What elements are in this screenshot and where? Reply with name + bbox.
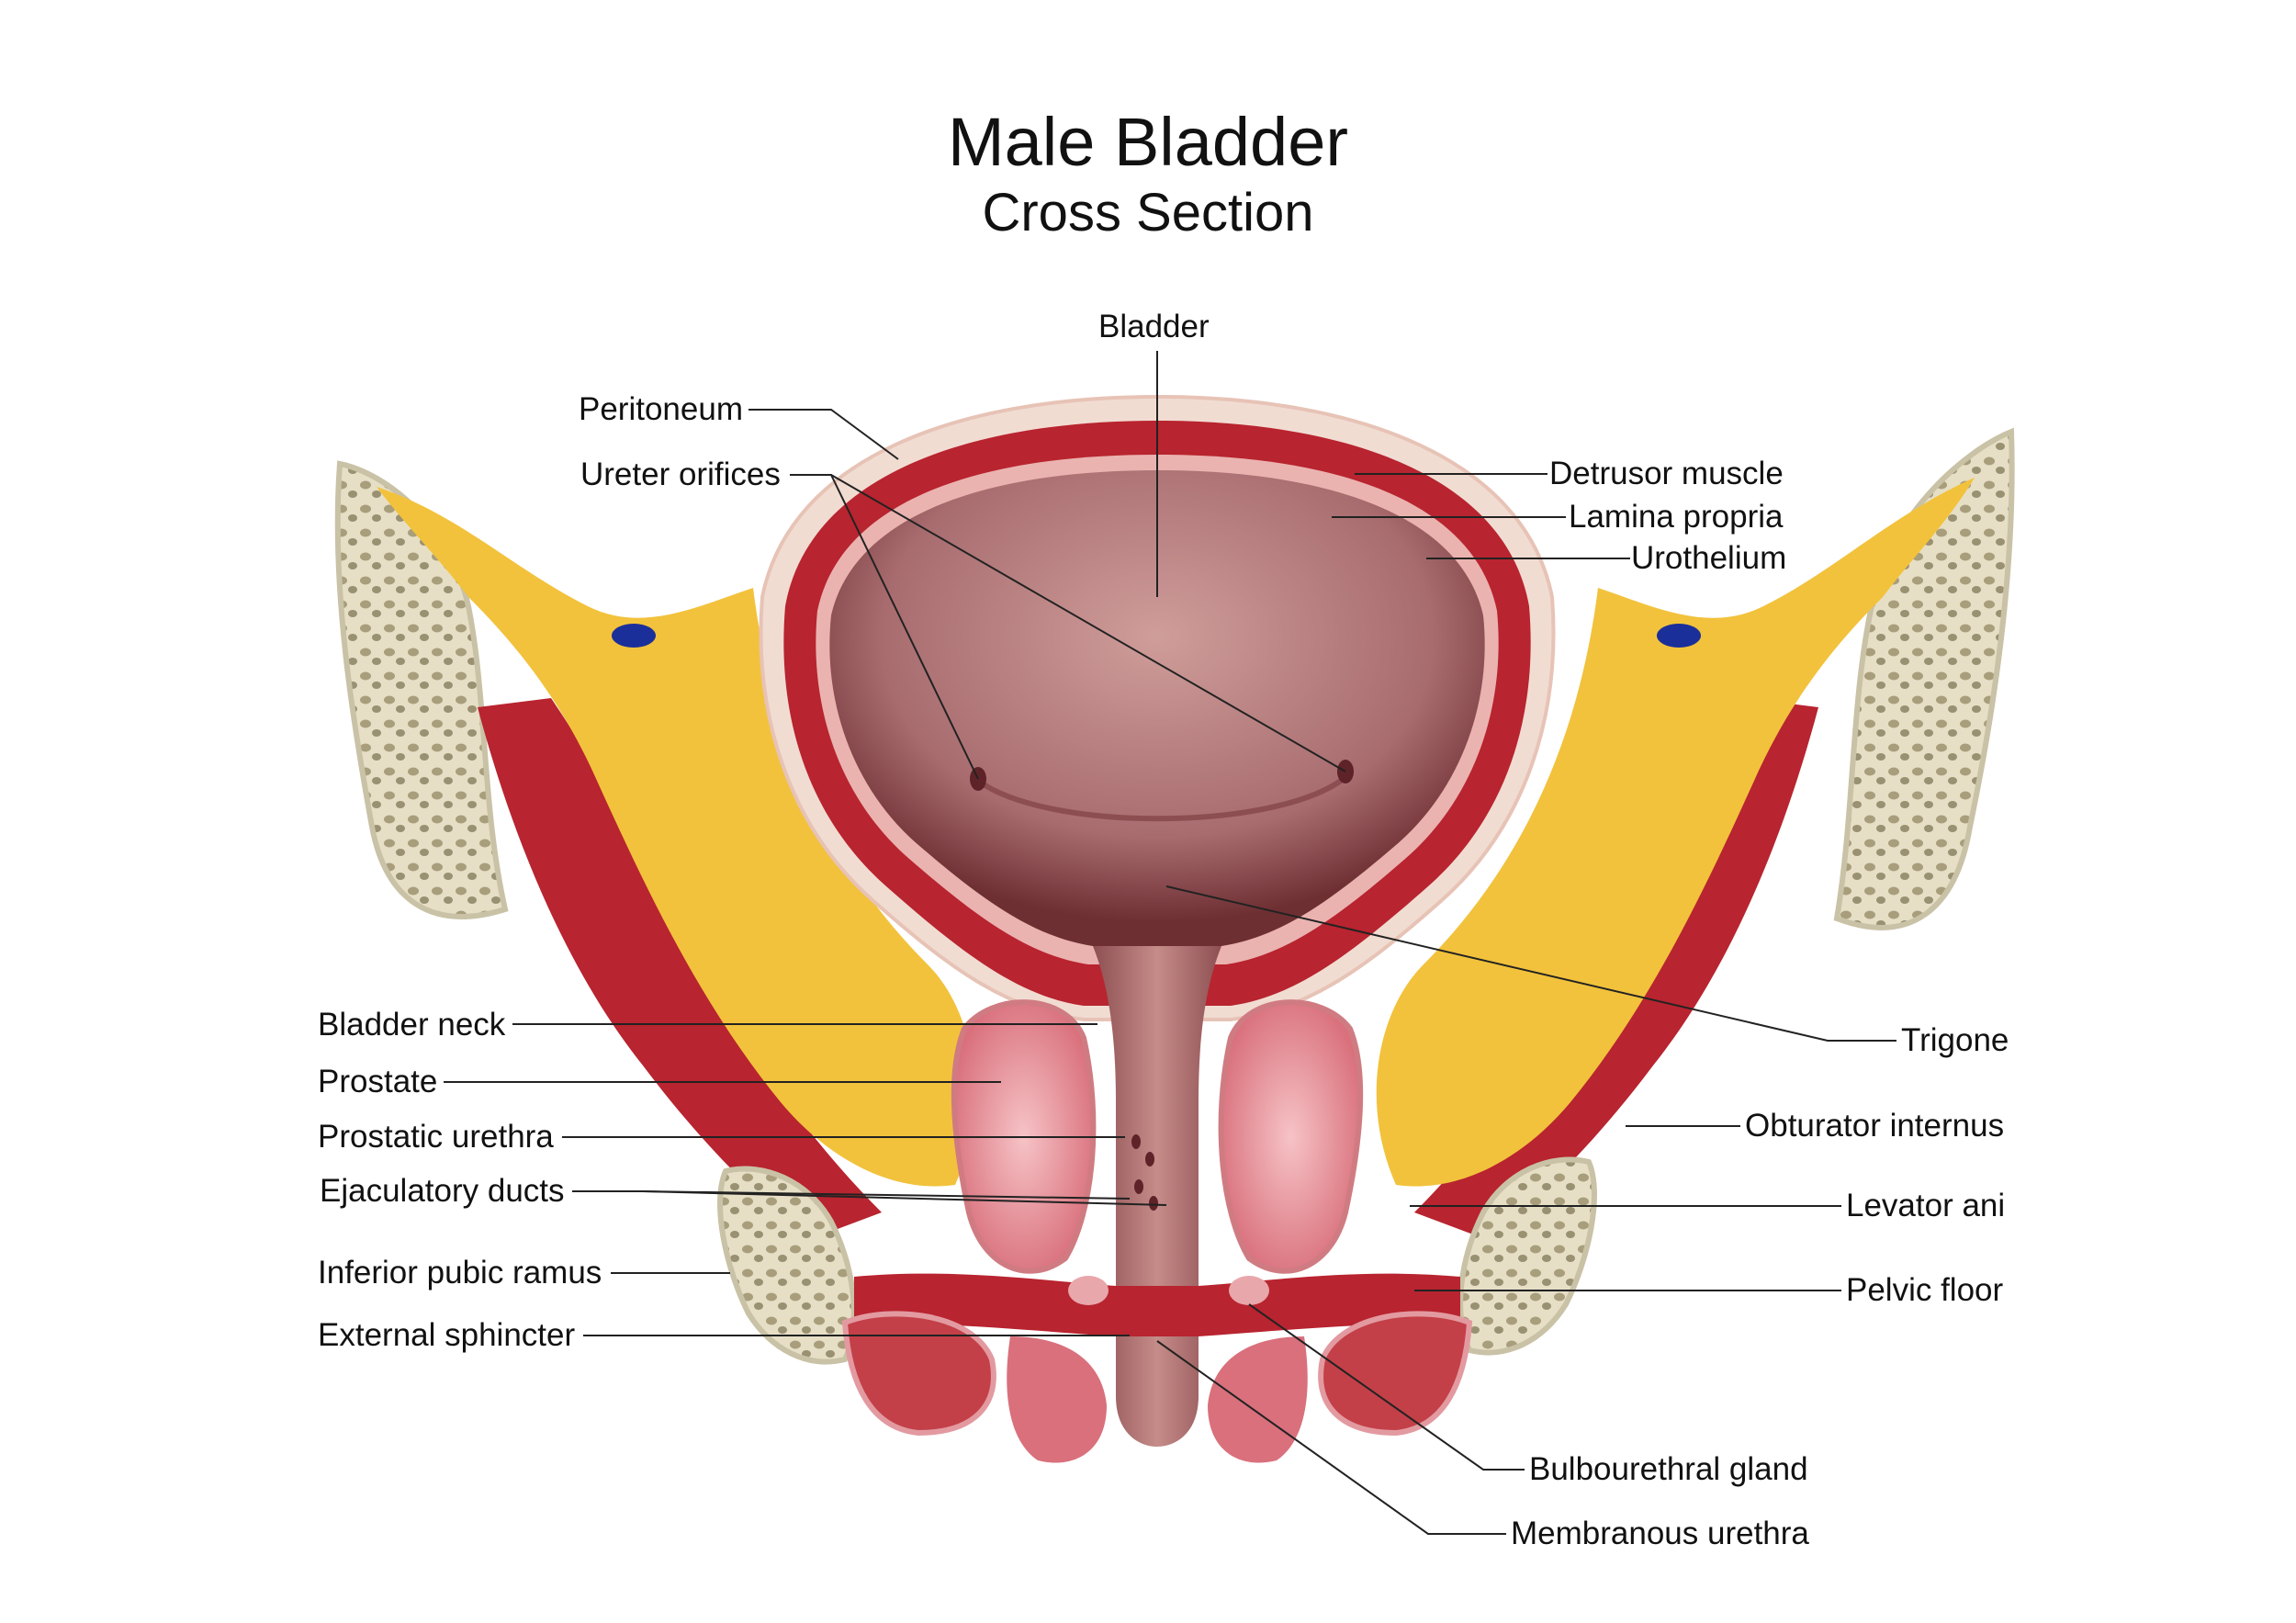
label-detrusor-muscle: Detrusor muscle (1549, 456, 1784, 491)
label-trigone: Trigone (1901, 1022, 2009, 1058)
label-levator-ani: Levator ani (1846, 1188, 2006, 1223)
label-ureter-orifices: Ureter orifices (580, 456, 781, 492)
label-bladder: Bladder (1098, 309, 1210, 344)
label-bulbourethral-gland: Bulbourethral gland (1529, 1451, 1808, 1487)
label-external-sphincter: External sphincter (318, 1317, 576, 1353)
leader-lines (444, 351, 1896, 1535)
leader-ejaculatory-ducts-2 (642, 1190, 1167, 1206)
label-ejaculatory-ducts: Ejaculatory ducts (320, 1173, 565, 1209)
leader-bulbourethral-gland (1248, 1303, 1525, 1471)
label-peritoneum: Peritoneum (579, 391, 743, 427)
pelvic-floor-band (854, 1273, 1460, 1336)
label-prostate: Prostate (318, 1064, 438, 1099)
left-vein (612, 624, 656, 648)
urethra (1093, 946, 1221, 1447)
left-fat-tissue (377, 487, 975, 1187)
label-prostatic-urethra: Prostatic urethra (318, 1119, 554, 1155)
leader-membranous-urethra (1156, 1340, 1506, 1535)
label-lamina-propria: Lamina propria (1569, 499, 1784, 535)
left-obturator-muscle (478, 698, 882, 1240)
diagram-subtitle: Cross Section (982, 183, 1314, 242)
label-pelvic-floor: Pelvic floor (1846, 1272, 2004, 1308)
leader-ureter-orifices-right (830, 474, 1346, 772)
bladder-lumen (829, 470, 1485, 946)
leader-trigone (1165, 885, 1896, 1042)
external-sphincter-left (1007, 1336, 1107, 1463)
ejaculatory-duct-opening-3 (1134, 1179, 1143, 1194)
left-bulb-tissue (841, 1311, 996, 1437)
leader-peritoneum (748, 409, 899, 460)
label-membranous-urethra: Membranous urethra (1511, 1516, 1809, 1551)
trigone-fold (976, 778, 1343, 822)
right-inferior-pubic-ramus (1458, 1156, 1597, 1356)
label-bladder-neck: Bladder neck (318, 1007, 506, 1043)
diagram-title: Male Bladder (947, 104, 1348, 180)
right-bulb-tissue (1318, 1311, 1473, 1437)
left-inferior-pubic-ramus (717, 1166, 857, 1365)
right-fat-tissue (1376, 478, 1975, 1187)
label-inferior-pubic-ramus: Inferior pubic ramus (318, 1255, 602, 1291)
external-sphincter-right (1208, 1336, 1308, 1463)
right-vein (1657, 624, 1701, 648)
ejaculatory-duct-opening-2 (1145, 1152, 1154, 1167)
left-bulbourethral-gland (1068, 1276, 1109, 1305)
right-prostate-lobe (1218, 999, 1364, 1274)
right-bulbourethral-gland (1229, 1276, 1269, 1305)
ejaculatory-duct-opening-1 (1131, 1134, 1141, 1149)
label-obturator-internus: Obturator internus (1745, 1108, 2005, 1144)
ejaculatory-duct-opening-4 (1149, 1196, 1158, 1211)
label-urothelium: Urothelium (1631, 540, 1787, 576)
